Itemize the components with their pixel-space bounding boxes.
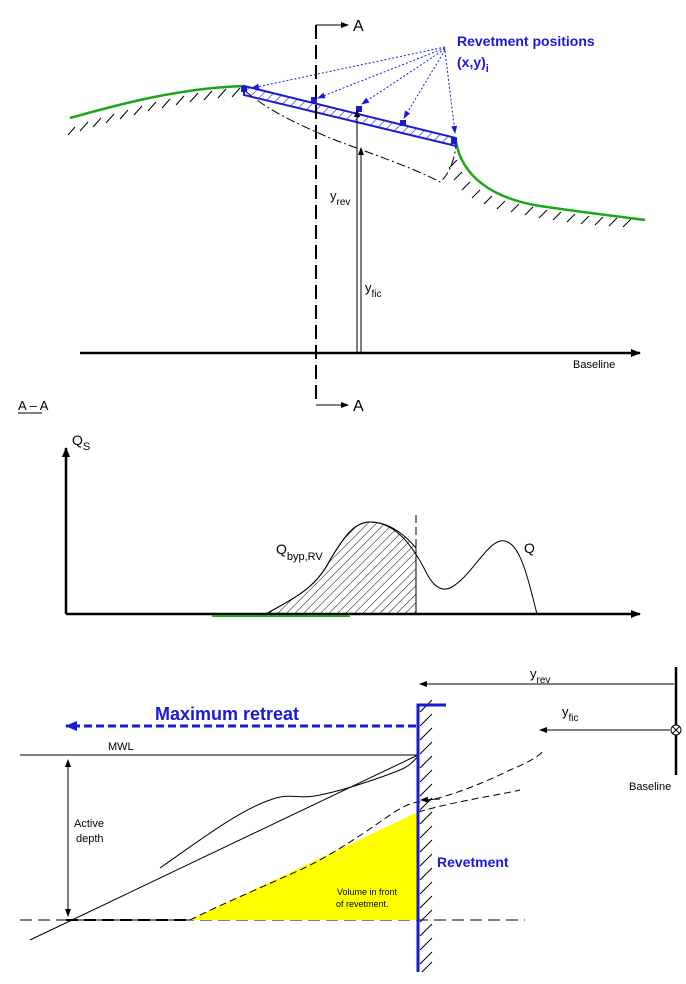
q-label: Q [524, 540, 535, 556]
revetment-band [243, 84, 457, 148]
right-coastline [454, 141, 646, 222]
cross-section: Maximum retreat MWL Active depth Volume … [20, 666, 682, 973]
y-fic-sub: fic [372, 289, 382, 300]
svg-text:yfic: yfic [562, 704, 579, 724]
volume-label-1: Volume in front [337, 887, 398, 897]
section-y-fic-label: y [562, 704, 569, 719]
left-coast-hatch [67, 87, 241, 136]
mwl-label: MWL [108, 741, 134, 753]
section-title: A – A [18, 398, 49, 413]
qs-axis-sub: S [83, 441, 90, 453]
svg-text:(x,y)i: (x,y)i [457, 54, 489, 75]
y-fic-label: y [365, 280, 372, 295]
baseline-origin-cross-b [672, 726, 680, 734]
section-a-top-label: A [353, 18, 364, 35]
plan-baseline-label: Baseline [573, 359, 615, 371]
active-depth-label-1: Active [74, 818, 104, 830]
qs-axis-label: Q [72, 432, 83, 448]
actual-profile [159, 755, 419, 869]
right-coast-hatch [448, 159, 632, 228]
section-y-fic-sub: fic [569, 713, 579, 724]
bypass-hatched-area [264, 521, 417, 615]
left-coastline [69, 84, 245, 120]
volume-label-2: of revetment. [336, 899, 389, 909]
fictitious-profile [189, 751, 543, 921]
volume-in-front-area [190, 812, 418, 920]
section-baseline-label: Baseline [629, 781, 671, 793]
section-y-rev-label: y [530, 666, 537, 681]
maximum-retreat-label: Maximum retreat [155, 704, 299, 724]
svg-text:yrev: yrev [330, 188, 350, 208]
active-depth-label-2: depth [76, 833, 104, 845]
transport-curve-q [265, 521, 538, 615]
section-a-bottom-label: A [353, 398, 364, 415]
revetment-positions-label: Revetment positions [457, 33, 595, 49]
y-rev-label: y [330, 188, 337, 203]
q-byp-sub: byp,RV [287, 551, 324, 563]
fictitious-profile-extension [417, 789, 521, 813]
revetment-wall-hatch [419, 699, 433, 973]
plan-view: Revetment positions (x,y)i A A yrev yfic… [67, 18, 646, 415]
revetment-positions-sub: (x,y) [457, 54, 486, 70]
revetment-label: Revetment [437, 854, 509, 870]
revetment-position-leaders [251, 46, 458, 134]
q-byp-label: Q [276, 541, 287, 557]
revetment-wall [416, 703, 446, 972]
section-y-rev-sub: rev [537, 675, 551, 686]
svg-text:yrev: yrev [530, 666, 550, 686]
revetment-positions-index: i [486, 63, 489, 75]
transport-profile: A – A QS Qbyp,RV Q [18, 398, 641, 618]
y-rev-sub: rev [337, 197, 351, 208]
svg-text:QS: QS [72, 432, 90, 453]
svg-text:yfic: yfic [365, 280, 382, 300]
svg-text:Qbyp,RV: Qbyp,RV [276, 541, 323, 563]
